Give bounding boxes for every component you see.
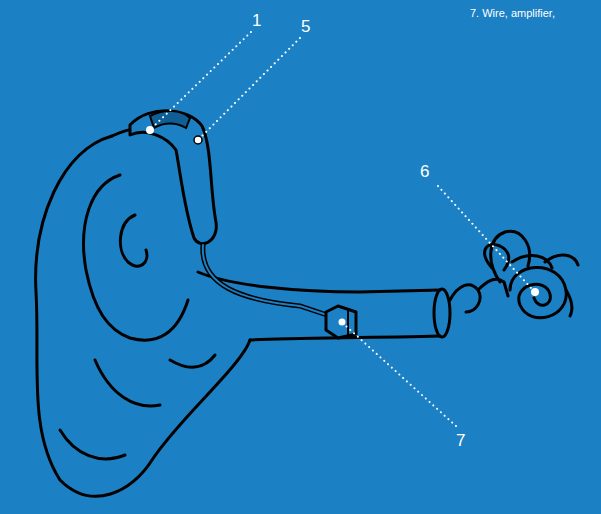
eardrum bbox=[434, 289, 450, 337]
semicircular-canals bbox=[485, 244, 509, 270]
callout-number: 1 bbox=[252, 12, 261, 31]
callout-number: 5 bbox=[301, 18, 310, 37]
ear-ridge bbox=[170, 355, 215, 367]
ossicles bbox=[450, 279, 508, 312]
wire bbox=[203, 245, 330, 316]
note-text: 7. Wire, amplifier, bbox=[470, 7, 555, 19]
leader-line bbox=[154, 32, 251, 126]
ear-ridge bbox=[120, 215, 147, 266]
callout-number: 7 bbox=[456, 432, 465, 451]
cochlea bbox=[566, 290, 572, 316]
cochlea bbox=[510, 267, 566, 317]
leader-line bbox=[438, 186, 531, 288]
callout-number: 6 bbox=[420, 163, 429, 182]
ear-ridge bbox=[95, 360, 160, 406]
marker-dot bbox=[194, 136, 202, 144]
marker-dot bbox=[339, 319, 346, 326]
wire bbox=[203, 245, 330, 316]
leader-line bbox=[346, 326, 456, 426]
leader-line bbox=[202, 38, 300, 136]
ear-ridge bbox=[60, 430, 125, 459]
ear-ridge bbox=[84, 175, 188, 340]
nerve bbox=[545, 255, 578, 265]
marker-dot bbox=[531, 288, 539, 296]
hearing-aid bbox=[130, 111, 216, 244]
ear-piece-ring bbox=[347, 310, 349, 336]
ear-piece bbox=[326, 306, 356, 338]
ear-outline bbox=[36, 136, 250, 496]
marker-dot bbox=[146, 126, 154, 134]
hearing-aid-band bbox=[150, 111, 190, 128]
